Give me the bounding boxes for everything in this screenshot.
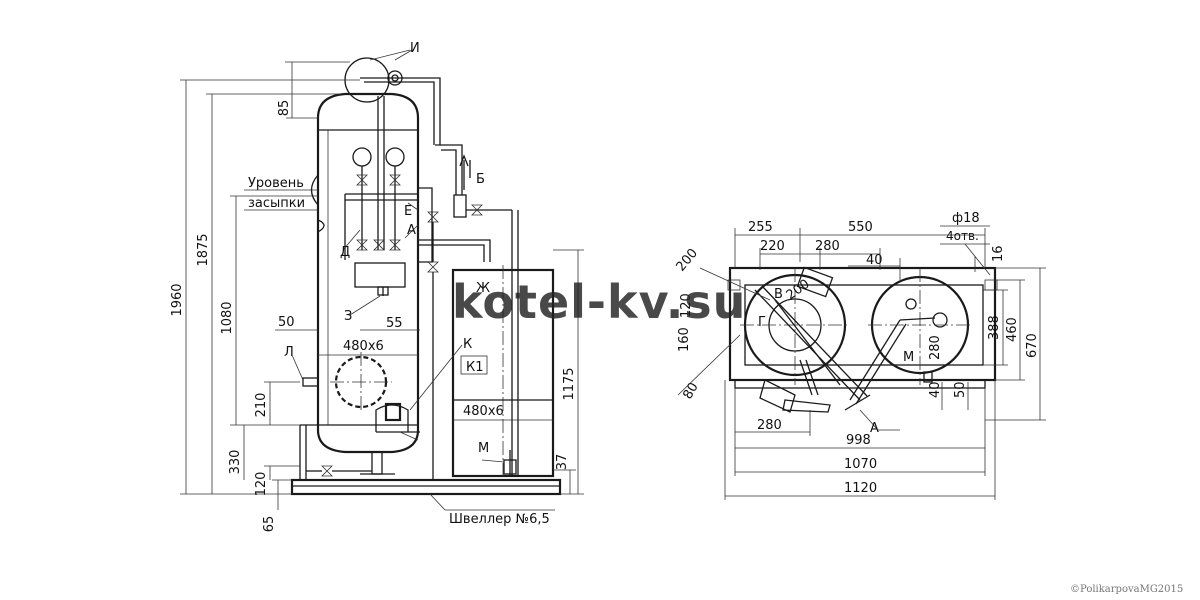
- label-channel: Швеллер №6,5: [449, 512, 550, 527]
- front-dimensions: [180, 49, 584, 511]
- base-channel: [290, 478, 562, 496]
- plan-labels: 255 550 220 280 40 200 200 120 160 80 28…: [674, 211, 1040, 496]
- dim-tank-37: 37: [555, 454, 570, 471]
- top-fitting: [344, 49, 441, 145]
- marker-z: З: [344, 309, 352, 324]
- label-level-line2: засыпки: [248, 196, 305, 211]
- dim-50: 50: [278, 315, 295, 330]
- marker-m-plan: М: [903, 350, 914, 365]
- dim-998: 998: [846, 433, 871, 448]
- marker-k1: К1: [466, 360, 484, 375]
- dim-1120: 1120: [844, 481, 877, 496]
- marker-l: Л: [284, 345, 294, 360]
- marker-a: А: [407, 223, 416, 238]
- vessel-body: [316, 92, 420, 475]
- dim-40-top: 40: [866, 253, 883, 268]
- side-tank: [451, 265, 555, 480]
- dim-level-330: 330: [228, 450, 243, 475]
- marker-d: Д: [340, 245, 350, 260]
- dim-tank-hatch: 480x6: [463, 404, 504, 419]
- watermark: kotel-kv.su: [452, 275, 746, 329]
- dim-50-right: 50: [953, 381, 968, 398]
- dim-16: 16: [991, 245, 1006, 262]
- dim-80: 80: [680, 380, 701, 402]
- dim-hole: ф18: [952, 211, 980, 226]
- dim-top: 85: [277, 100, 292, 117]
- dim-55: 55: [386, 316, 403, 331]
- front-view: 1960 1875 85 1080 210 330 120 65 1175 37…: [170, 41, 584, 532]
- dim-1070: 1070: [844, 457, 877, 472]
- dim-level-210: 210: [254, 393, 269, 418]
- marker-k: К: [463, 337, 472, 352]
- plan-dimensions: [677, 225, 1046, 500]
- dim-550: 550: [848, 220, 873, 235]
- label-level-line1: Уровень: [248, 176, 304, 191]
- dim-40-right: 40: [928, 381, 943, 398]
- dim-base-120: 120: [254, 472, 269, 497]
- dim-200-a: 200: [674, 246, 701, 275]
- vessel-internals: [344, 96, 433, 296]
- supports: [299, 377, 372, 480]
- marker-m: М: [478, 441, 489, 456]
- element-k: [375, 402, 420, 441]
- vessel-hatch: [330, 352, 392, 412]
- dim-tank-height: 1175: [562, 367, 577, 400]
- front-labels: 1960 1875 85 1080 210 330 120 65 1175 37…: [170, 41, 577, 532]
- dim-670: 670: [1025, 333, 1040, 358]
- dim-base-65: 65: [262, 516, 277, 533]
- marker-i: И: [410, 41, 420, 56]
- dim-255: 255: [748, 220, 773, 235]
- dim-388: 388: [987, 315, 1002, 340]
- marker-g: Г: [758, 315, 766, 330]
- dim-220: 220: [760, 239, 785, 254]
- marker-a-plan: А: [870, 421, 879, 436]
- level-bracket: [310, 174, 325, 233]
- marker-zh: Ж: [476, 281, 490, 296]
- marker-e: Е: [404, 204, 412, 219]
- dim-hatch: 480x6: [343, 339, 384, 354]
- dim-280-top: 280: [815, 239, 840, 254]
- dim-160: 160: [677, 327, 692, 352]
- left-vessel-plan: [740, 266, 871, 413]
- copyright: ©PolikarpovaMG2015: [1070, 584, 1183, 595]
- dim-body-height: 1875: [196, 233, 211, 266]
- dim-inner-height: 1080: [220, 301, 235, 334]
- dim-460: 460: [1005, 317, 1020, 342]
- dim-120: 120: [679, 293, 694, 318]
- dim-total-height: 1960: [170, 283, 185, 316]
- marker-b: Б: [476, 172, 485, 187]
- dim-280-right: 280: [928, 335, 943, 360]
- plan-view: 255 550 220 280 40 200 200 120 160 80 28…: [674, 211, 1046, 500]
- dim-holes-count: 4отв.: [946, 229, 979, 243]
- marker-v: В: [774, 287, 783, 302]
- external-piping: [418, 144, 519, 481]
- right-vessel-plan: [849, 268, 972, 405]
- dim-280-bottom: 280: [757, 418, 782, 433]
- k1-frame: [460, 355, 488, 375]
